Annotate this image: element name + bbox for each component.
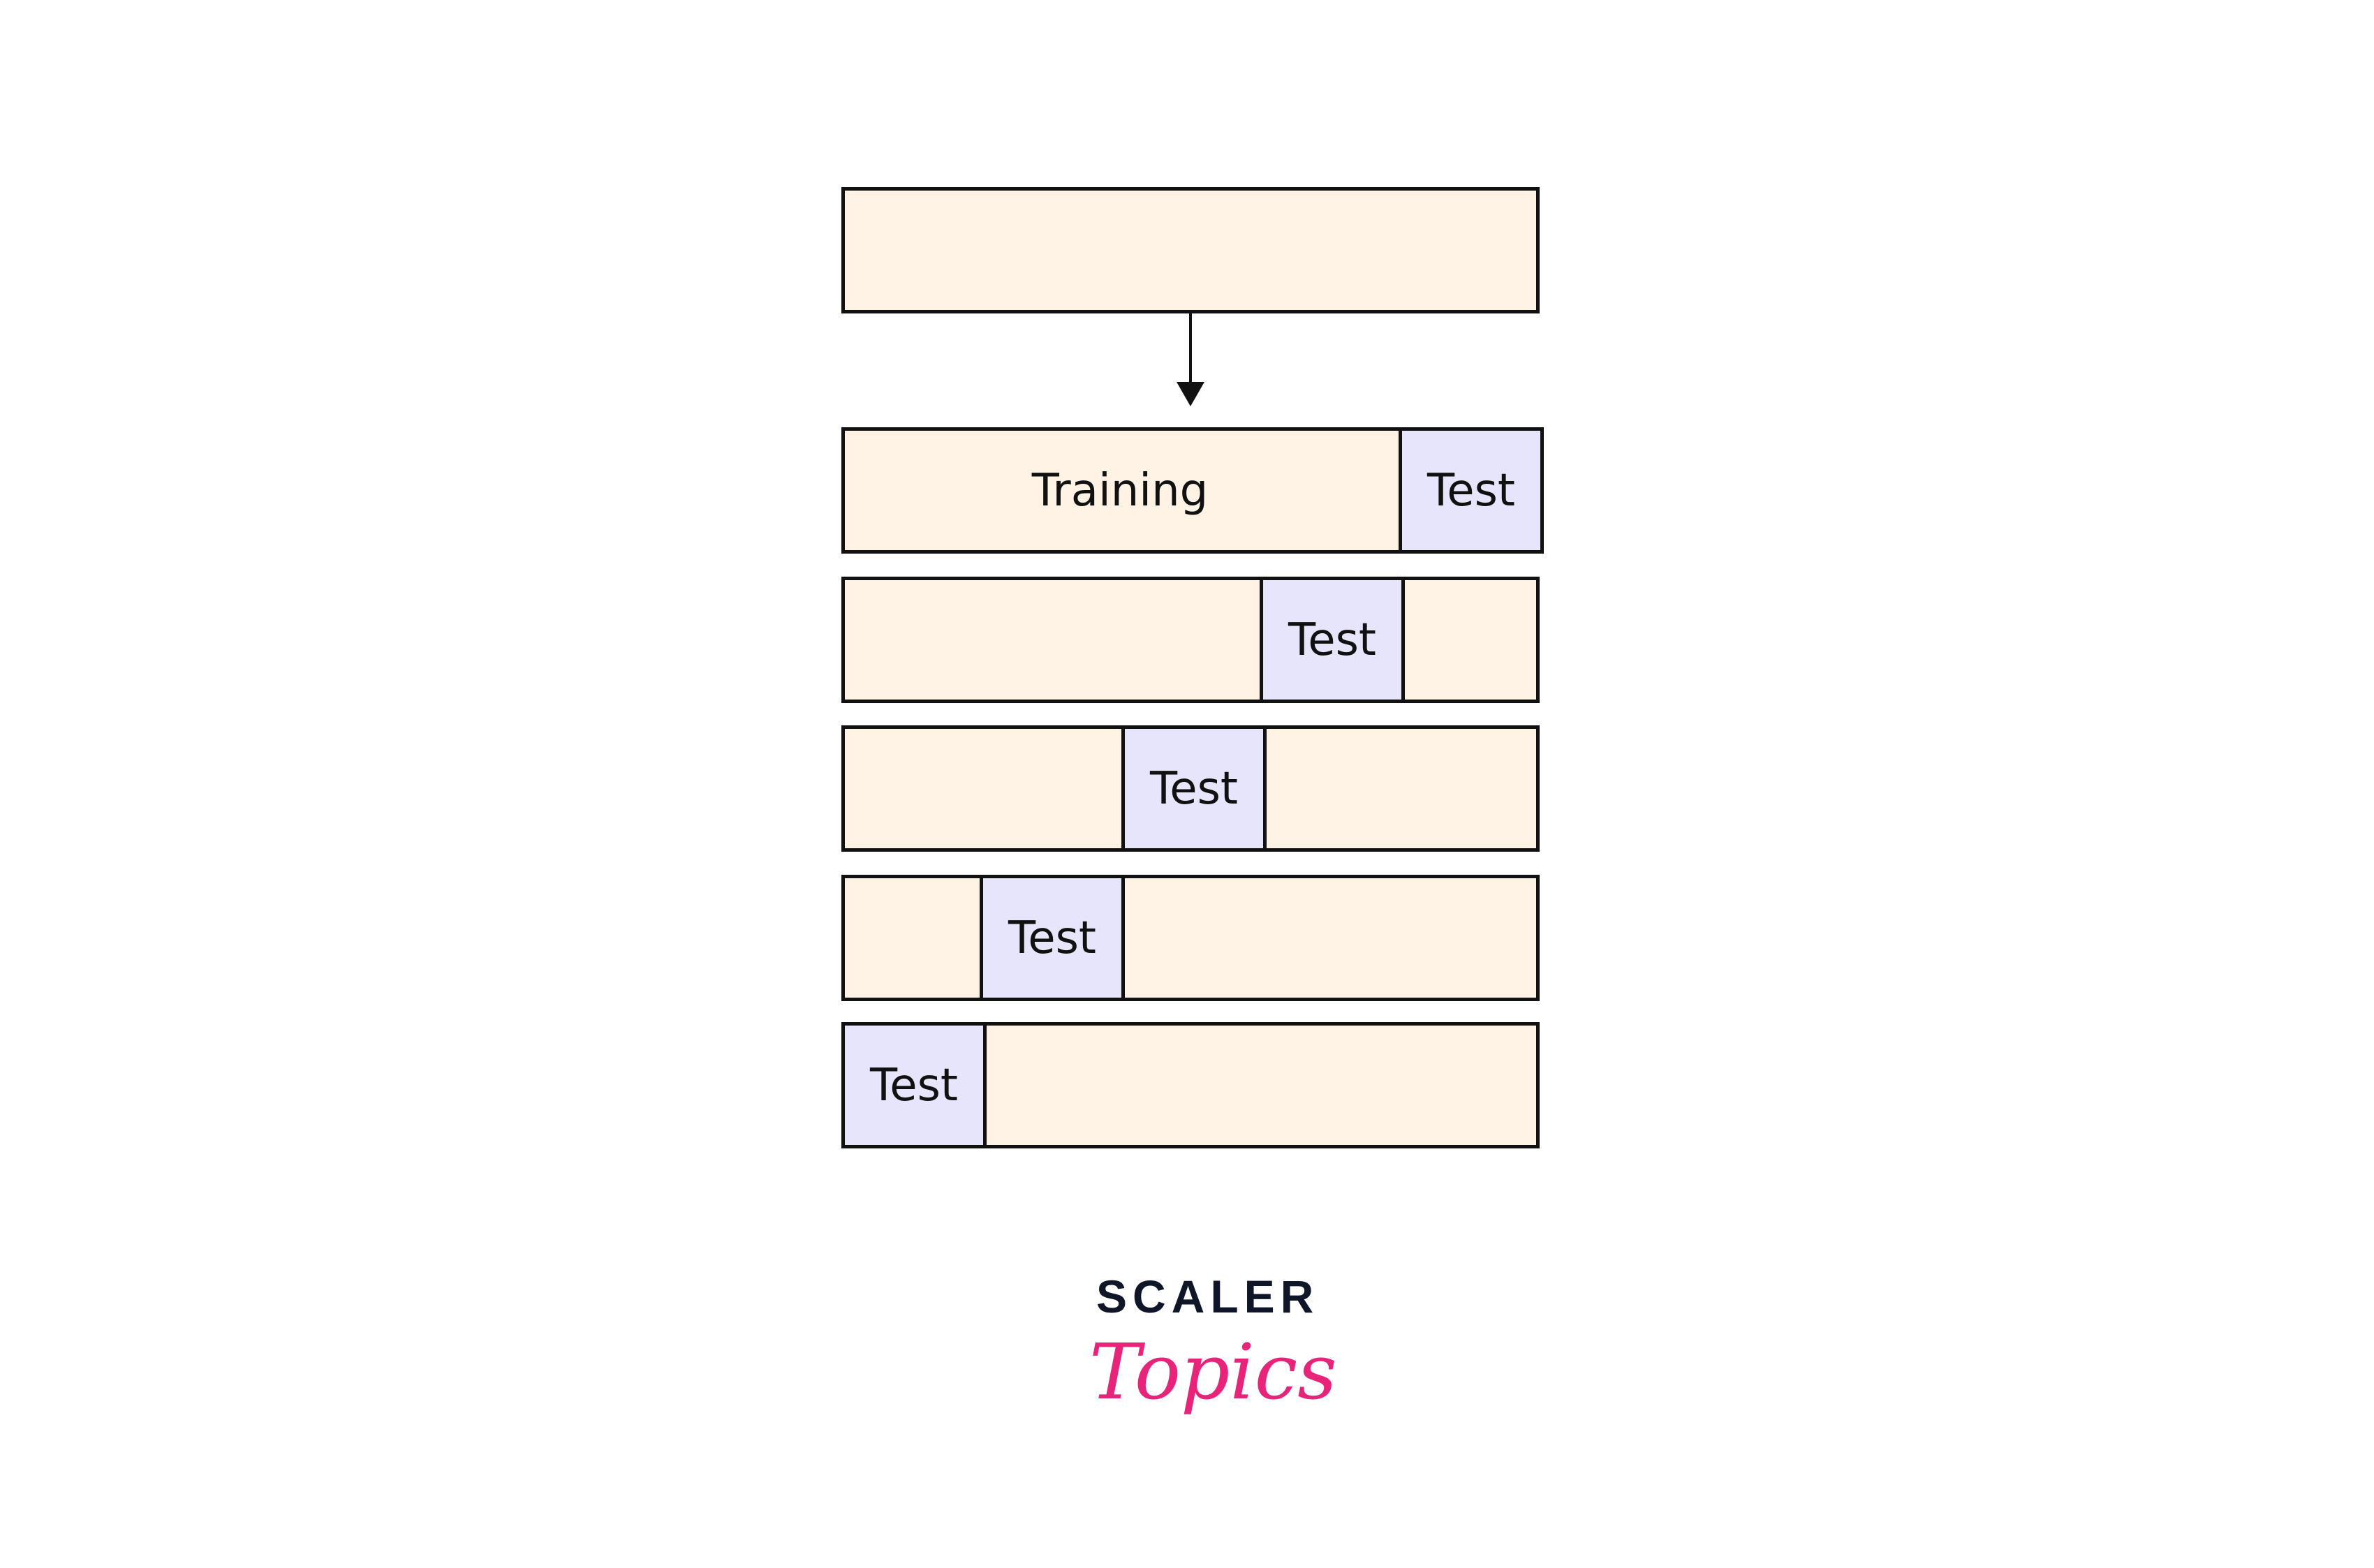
test-segment: Test [980, 875, 1125, 1001]
arrow-down-icon [1177, 312, 1204, 406]
full-dataset-box [841, 187, 1540, 313]
test-segment: Test [841, 1022, 987, 1148]
fold-4: Test [841, 875, 1540, 1001]
fold-5: Test [841, 1022, 1540, 1148]
fold-3: Test [841, 725, 1540, 852]
test-segment: Test [1260, 577, 1405, 703]
fold-1: Training Test [841, 427, 1544, 554]
training-label: Training [1031, 464, 1209, 517]
fold-2: Test [841, 577, 1540, 703]
logo-scaler: SCALER [1096, 1271, 1320, 1322]
test-segment: Test [1399, 427, 1544, 554]
logo-topics: Topics [1089, 1327, 1337, 1417]
test-segment: Test [1121, 725, 1267, 852]
